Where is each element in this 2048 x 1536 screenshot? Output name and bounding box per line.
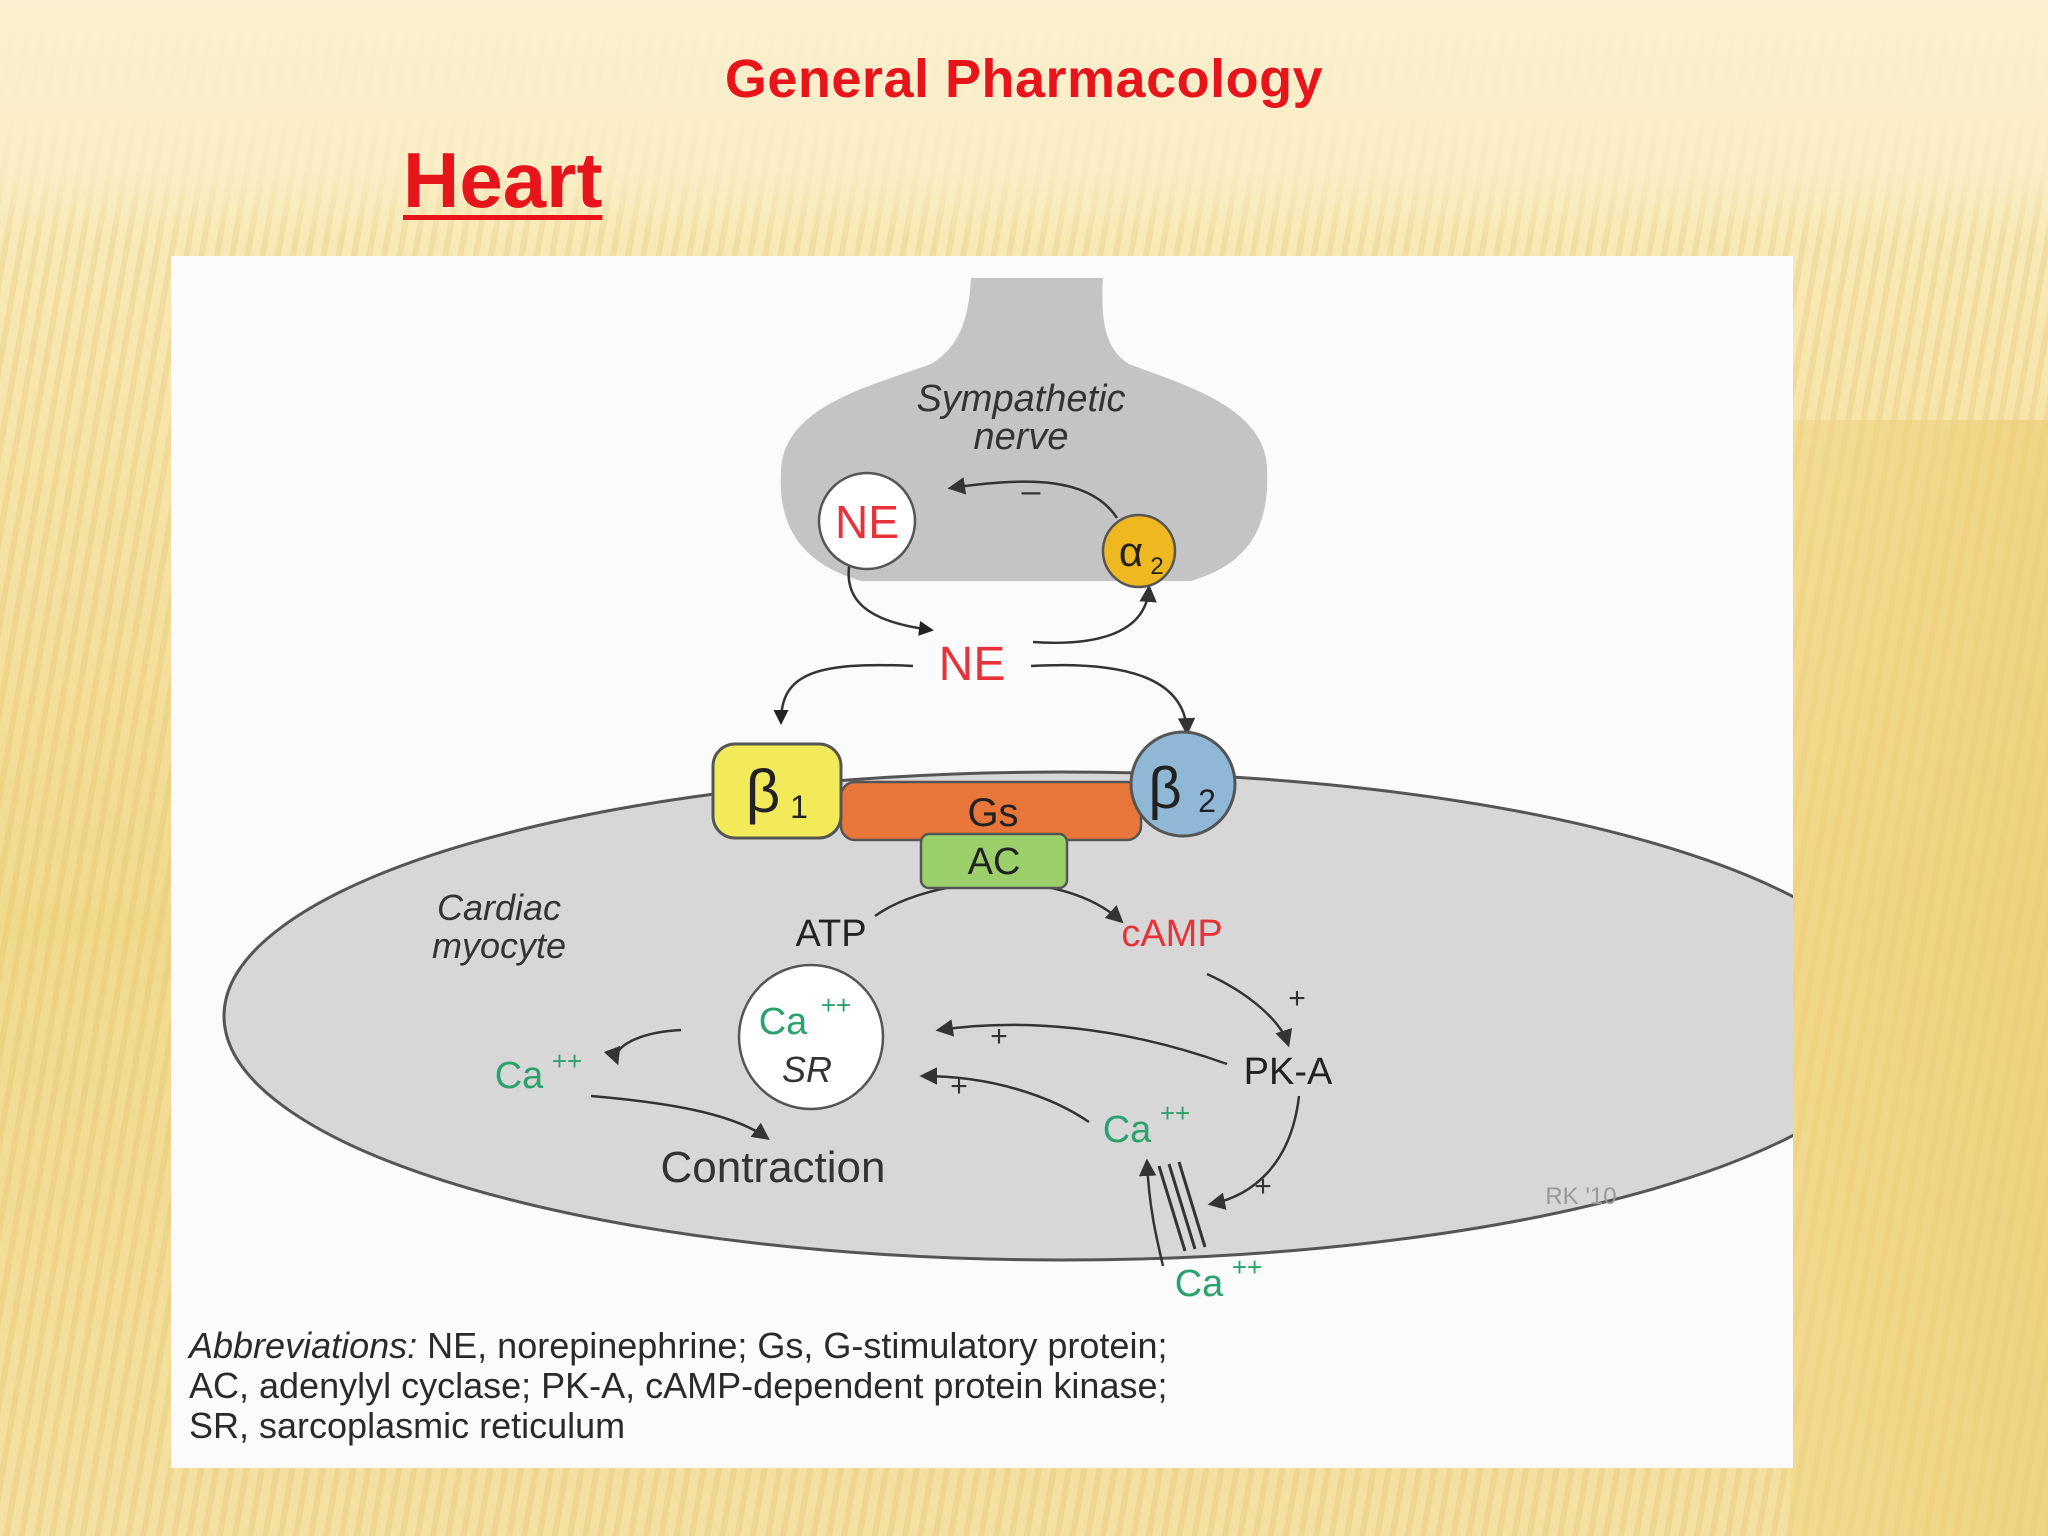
- nerve-label-line1: Sympathetic: [916, 378, 1125, 420]
- beta2-receptor: [1129, 730, 1237, 838]
- author-signature: RK '10: [1545, 1183, 1616, 1210]
- abbreviations-line1: Abbreviations: NE, norepinephrine; Gs, G…: [189, 1326, 1769, 1366]
- alpha2-receptor: [1101, 513, 1177, 589]
- arrow-sr-release-ca: [603, 1028, 682, 1066]
- beta2-subscript: 2: [1198, 783, 1216, 819]
- inhibition-sign: –: [1022, 472, 1041, 510]
- arrow-ne-to-beta1: [773, 663, 914, 725]
- ca-sr-superscript: ++: [821, 990, 851, 1020]
- beta1-receptor: [711, 742, 843, 840]
- cell-label-line1: Cardiac: [437, 887, 561, 928]
- plus-camp-pka: +: [1288, 982, 1306, 1015]
- camp-label: cAMP: [1121, 913, 1222, 955]
- arrow-channel-to-ca: [1138, 1158, 1165, 1267]
- cell-label-line2: myocyte: [432, 925, 566, 966]
- abbreviations-lead: Abbreviations:: [189, 1325, 418, 1366]
- ne-vesicle: [817, 471, 917, 571]
- cardiac-myocyte-cell: [222, 770, 1793, 1262]
- plus-ca-sr: +: [950, 1070, 968, 1103]
- plus-pka-channel: +: [1254, 1170, 1272, 1203]
- arrow-alpha2-inhibits-ne: [947, 477, 1119, 519]
- beta2-label: β: [1148, 756, 1181, 821]
- arrow-pka-to-sr: [935, 1019, 1228, 1066]
- atp-label: ATP: [795, 913, 866, 955]
- slide-title: Heart: [403, 136, 603, 224]
- ne-vesicle-label: NE: [835, 496, 899, 548]
- slide-background-top: [0, 0, 2048, 240]
- ca-cytosol-label: Ca: [495, 1055, 544, 1097]
- gs-label: Gs: [967, 791, 1018, 835]
- abbreviations-legend: Abbreviations: NE, norepinephrine; Gs, G…: [189, 1326, 1769, 1446]
- sr-label: SR: [782, 1049, 832, 1090]
- ac-label: AC: [968, 841, 1021, 883]
- alpha2-label: α: [1119, 528, 1143, 575]
- abbreviations-line3: SR, sarcoplasmic reticulum: [189, 1405, 626, 1446]
- alpha2-subscript: 2: [1150, 553, 1163, 580]
- adenylyl-cyclase: [919, 832, 1069, 890]
- arrow-ca-to-contraction: [590, 1094, 770, 1141]
- arrow-camp-to-pka: [1206, 972, 1293, 1048]
- arrow-pka-to-channel: [1207, 1095, 1301, 1210]
- ca-outside-superscript: ++: [1232, 1252, 1262, 1282]
- sarcoplasmic-reticulum: [737, 963, 885, 1111]
- nerve-label-line2: nerve: [973, 416, 1068, 458]
- beta1-label: β: [746, 758, 781, 825]
- arrow-ne-to-beta2: [1030, 663, 1196, 736]
- calcium-channel: [1157, 1161, 1207, 1252]
- ca-sr-label: Ca: [759, 1001, 808, 1043]
- ne-released-label: NE: [939, 638, 1006, 691]
- arrow-ne-to-alpha2: [1032, 584, 1157, 645]
- diagram-canvas: NE α 2 – Sympathetic nerve NE Gs AC β 1 …: [222, 278, 1793, 1305]
- pka-label: PK-A: [1244, 1051, 1333, 1093]
- ca-channel-superscript: ++: [1160, 1098, 1190, 1128]
- heart-signaling-figure: NE α 2 – Sympathetic nerve NE Gs AC β 1 …: [171, 256, 1793, 1468]
- contraction-label: Contraction: [660, 1143, 885, 1192]
- abbreviations-text1: NE, norepinephrine; Gs, G-stimulatory pr…: [427, 1325, 1168, 1366]
- abbreviations-line2: AC, adenylyl cyclase; PK-A, cAMP-depende…: [189, 1365, 1168, 1406]
- ca-outside-label: Ca: [1175, 1263, 1224, 1305]
- ca-channel-label: Ca: [1103, 1109, 1152, 1151]
- slide-background-stripe: [1790, 420, 2048, 1536]
- ca-cytosol-superscript: ++: [552, 1046, 582, 1076]
- arrow-ca-to-sr: [919, 1067, 1090, 1124]
- slide-header: General Pharmacology: [724, 49, 1324, 109]
- plus-pka-sr: +: [990, 1020, 1008, 1053]
- arrow-ne-release: [847, 555, 934, 636]
- beta1-subscript: 1: [790, 789, 808, 825]
